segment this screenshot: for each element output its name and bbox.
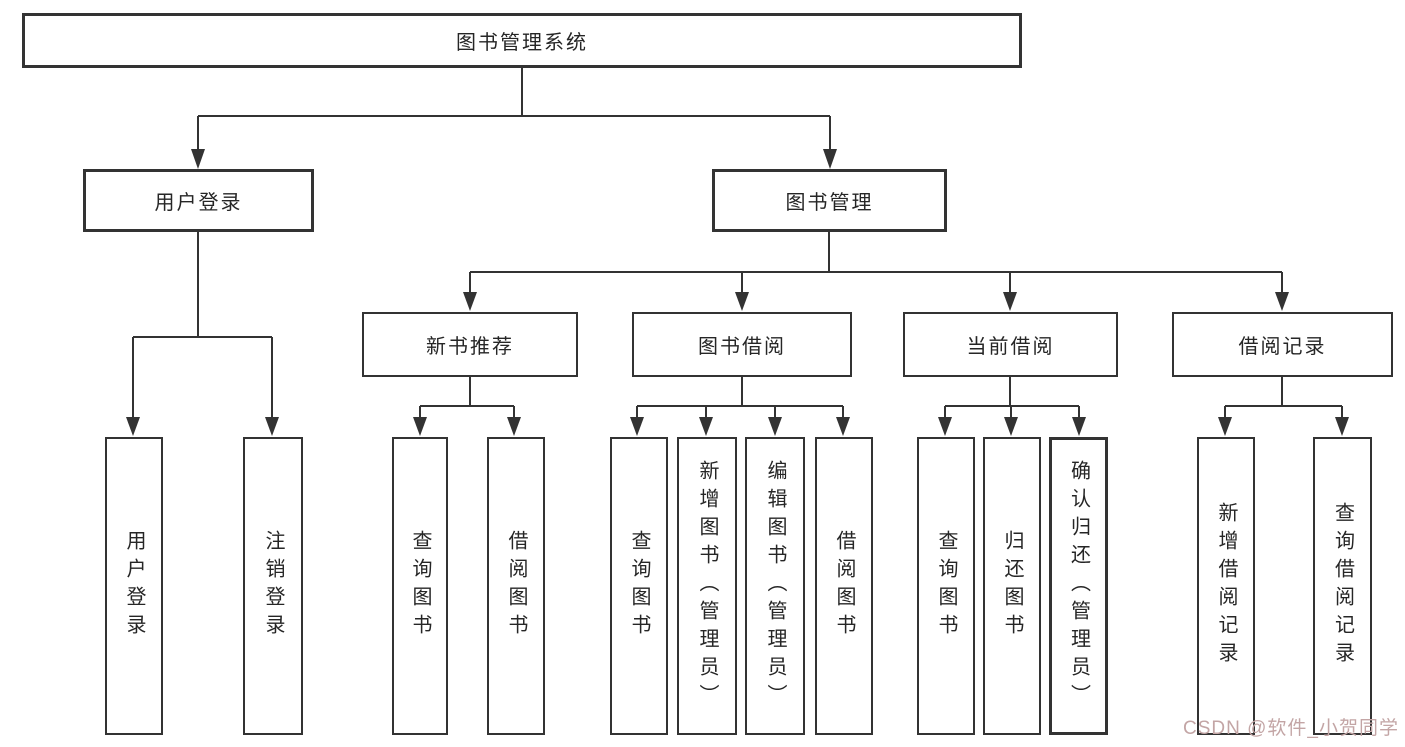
node-book-management: 图书管理 — [712, 169, 947, 232]
leaf-confirm-return-admin: 确认归还（管理员） — [1049, 437, 1108, 735]
leaf-query-borrow-record: 查询借阅记录 — [1313, 437, 1372, 735]
leaf-user-login: 用户登录 — [105, 437, 163, 735]
leaf-query-books-recommend: 查询图书 — [392, 437, 448, 735]
leaf-query-books-current: 查询图书 — [917, 437, 975, 735]
leaf-return-book: 归还图书 — [983, 437, 1041, 735]
node-current-borrow: 当前借阅 — [903, 312, 1118, 377]
node-book-borrow: 图书借阅 — [632, 312, 852, 377]
node-borrow-records: 借阅记录 — [1172, 312, 1393, 377]
leaf-add-borrow-record: 新增借阅记录 — [1197, 437, 1255, 735]
leaf-query-books-borrow: 查询图书 — [610, 437, 668, 735]
leaf-borrow-books: 借阅图书 — [815, 437, 873, 735]
leaf-add-book-admin: 新增图书（管理员） — [677, 437, 737, 735]
node-root: 图书管理系统 — [22, 13, 1022, 68]
leaf-borrow-books-recommend: 借阅图书 — [487, 437, 545, 735]
leaf-edit-book-admin: 编辑图书（管理员） — [745, 437, 805, 735]
node-new-book-recommend: 新书推荐 — [362, 312, 578, 377]
watermark-text: CSDN @软件_小贺同学 — [1183, 718, 1399, 739]
leaf-logout: 注销登录 — [243, 437, 303, 735]
node-user-login: 用户登录 — [83, 169, 314, 232]
